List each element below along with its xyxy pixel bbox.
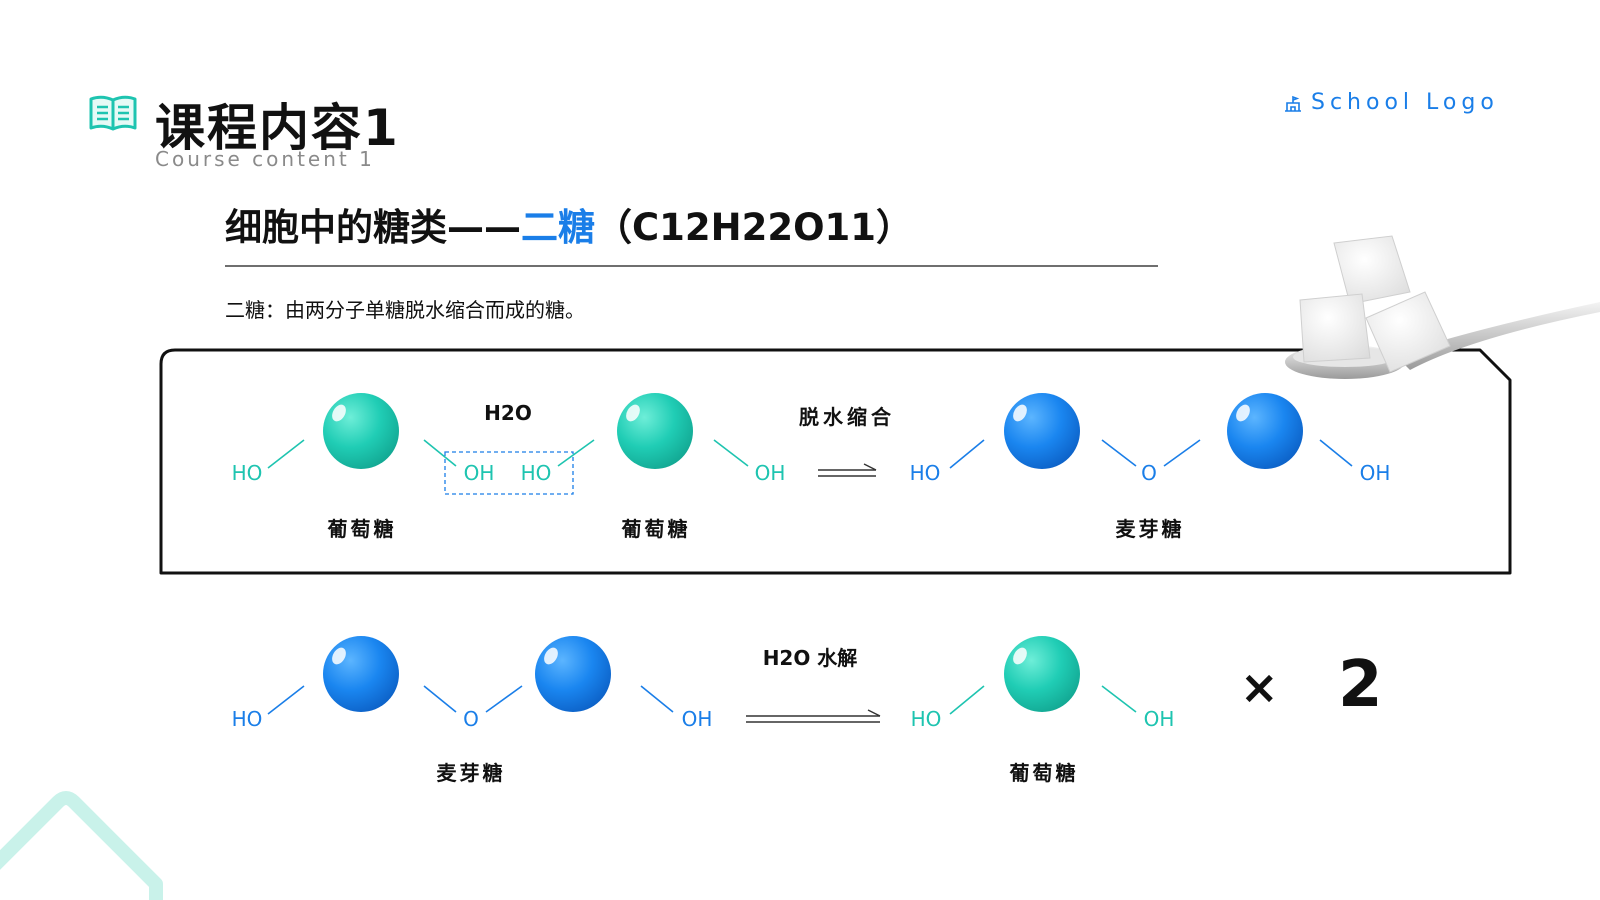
bond-line bbox=[1319, 439, 1353, 467]
glucose-label: 葡萄糖 bbox=[1009, 761, 1079, 785]
bond-line bbox=[267, 439, 305, 469]
heading-divider bbox=[225, 265, 1158, 267]
bond-line bbox=[640, 685, 674, 713]
section-heading-prefix: 细胞中的糖类—— bbox=[225, 206, 521, 249]
school-logo-text: School Logo bbox=[1311, 90, 1499, 115]
bond-line bbox=[423, 685, 457, 713]
hydroxyl-group-label: OH bbox=[1143, 707, 1175, 731]
molecule-highlight bbox=[1013, 647, 1027, 665]
hydrolysis-condition: H2O 水解 bbox=[762, 646, 858, 670]
hydroxyl-group-label: HO bbox=[231, 461, 263, 485]
molecule-highlight bbox=[332, 404, 346, 422]
hydroxyl-group-label: OH bbox=[681, 707, 713, 731]
disaccharide-definition: 二糖：由两分子单糖脱水缩合而成的糖。 bbox=[225, 298, 585, 322]
open-book-icon bbox=[89, 95, 137, 131]
reaction-frame bbox=[159, 348, 1512, 575]
corner-decoration bbox=[0, 791, 163, 900]
molecule-highlight bbox=[1236, 404, 1250, 422]
maltose-label: 麦芽糖 bbox=[436, 761, 506, 785]
glucose-molecule bbox=[617, 393, 693, 469]
bond-line bbox=[1101, 685, 1137, 713]
hydrolysis-arrow bbox=[746, 709, 881, 723]
glucose-molecule bbox=[323, 393, 399, 469]
reaction-arrow bbox=[818, 463, 877, 477]
section-heading-suffix: （C12H22O11） bbox=[595, 206, 914, 249]
water-label: H2O bbox=[484, 401, 532, 425]
glucose-label: 葡萄糖 bbox=[621, 517, 691, 541]
bond-line bbox=[423, 439, 457, 467]
school-logo[interactable]: School Logo bbox=[1283, 90, 1499, 115]
sugar-spoon-image bbox=[1285, 235, 1600, 379]
water-removal-box bbox=[444, 451, 574, 495]
glycosidic-oxygen-label: O bbox=[463, 707, 479, 731]
bond-line bbox=[949, 439, 985, 469]
molecule-highlight bbox=[544, 647, 558, 665]
section-heading-highlight: 二糖 bbox=[521, 206, 595, 249]
molecule-highlight bbox=[626, 404, 640, 422]
hydroxyl-group-label: HO bbox=[909, 461, 941, 485]
multiply-sign: × bbox=[1240, 660, 1279, 714]
bond-line bbox=[949, 685, 985, 715]
molecule-highlight bbox=[1013, 404, 1027, 422]
hydroxyl-group-label: HO bbox=[231, 707, 263, 731]
glycosidic-oxygen-label: O bbox=[1141, 461, 1157, 485]
hydroxyl-group-label: OH bbox=[1359, 461, 1391, 485]
hydroxyl-group-label: OH bbox=[463, 461, 495, 485]
page-title: 课程内容1 bbox=[155, 99, 400, 157]
glucose-unit-blue bbox=[1227, 393, 1303, 469]
glucose-unit-blue bbox=[1004, 393, 1080, 469]
multiplier-value: 2 bbox=[1338, 648, 1383, 722]
bond-line bbox=[1101, 439, 1137, 467]
maltose-unit bbox=[535, 636, 611, 712]
glucose-label: 葡萄糖 bbox=[327, 517, 397, 541]
maltose-unit bbox=[323, 636, 399, 712]
hydroxyl-group-label: OH bbox=[754, 461, 786, 485]
condensation-condition: 脱水缩合 bbox=[799, 405, 895, 429]
molecule-highlight bbox=[332, 647, 346, 665]
glucose-molecule bbox=[1004, 636, 1080, 712]
bond-line bbox=[485, 685, 523, 713]
maltose-label: 麦芽糖 bbox=[1115, 517, 1185, 541]
bond-line bbox=[557, 439, 595, 467]
school-icon bbox=[1285, 95, 1301, 112]
bond-line bbox=[713, 439, 749, 467]
page-subtitle: Course content 1 bbox=[155, 147, 375, 171]
bond-line bbox=[267, 685, 305, 715]
hydroxyl-group-label: HO bbox=[910, 707, 942, 731]
section-heading: 细胞中的糖类——二糖（C12H22O11） bbox=[225, 197, 913, 251]
hydroxyl-group-label: HO bbox=[520, 461, 552, 485]
bond-line bbox=[1163, 439, 1201, 467]
